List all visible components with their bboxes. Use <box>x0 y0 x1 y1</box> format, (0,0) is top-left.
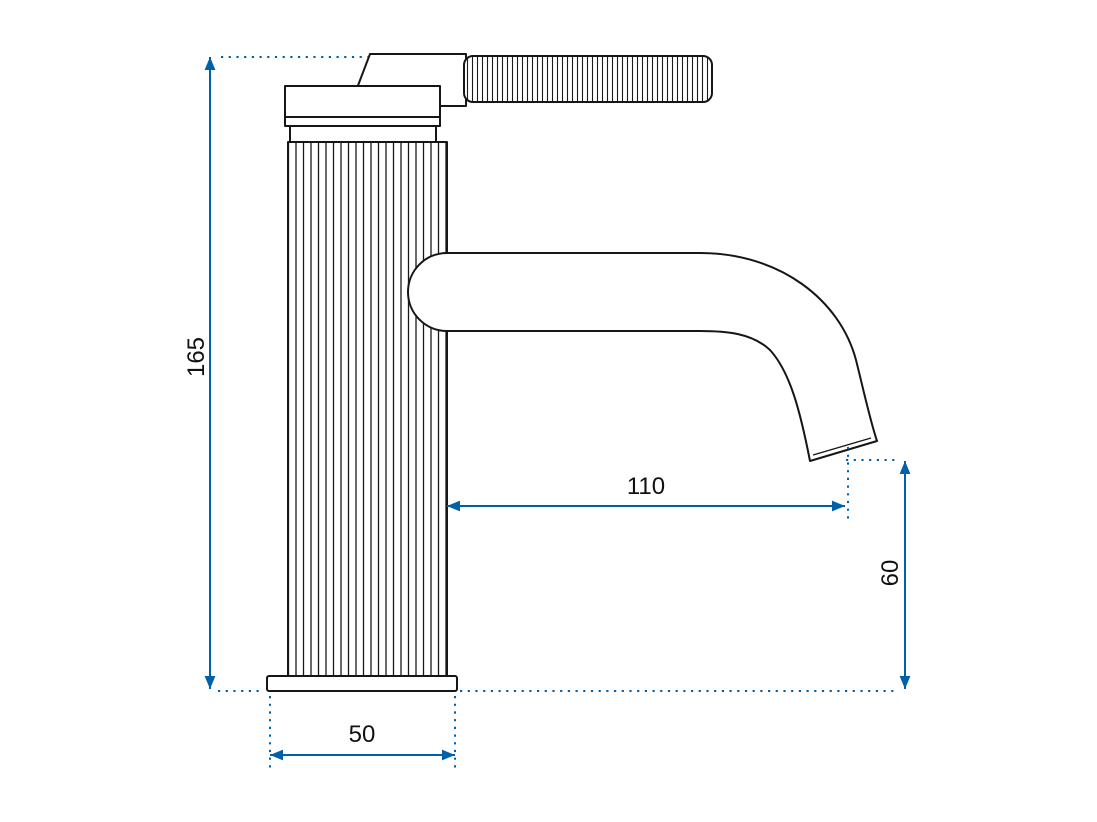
faucet-drawing <box>266 53 878 692</box>
dim-label-outlet-height: 60 <box>877 560 904 587</box>
faucet-body <box>287 141 448 677</box>
aerator-line <box>812 437 872 456</box>
dimension-annotations: 165 110 60 50 <box>183 56 911 768</box>
neck-collar <box>289 125 437 143</box>
dim-label-overall-height: 165 <box>183 337 210 377</box>
base-plate <box>266 675 458 692</box>
spout <box>407 252 878 462</box>
cartridge-cap <box>284 85 441 127</box>
dim-label-spout-reach: 110 <box>627 473 665 500</box>
handle-grip <box>463 55 713 103</box>
dim-label-base-width: 50 <box>349 721 376 748</box>
